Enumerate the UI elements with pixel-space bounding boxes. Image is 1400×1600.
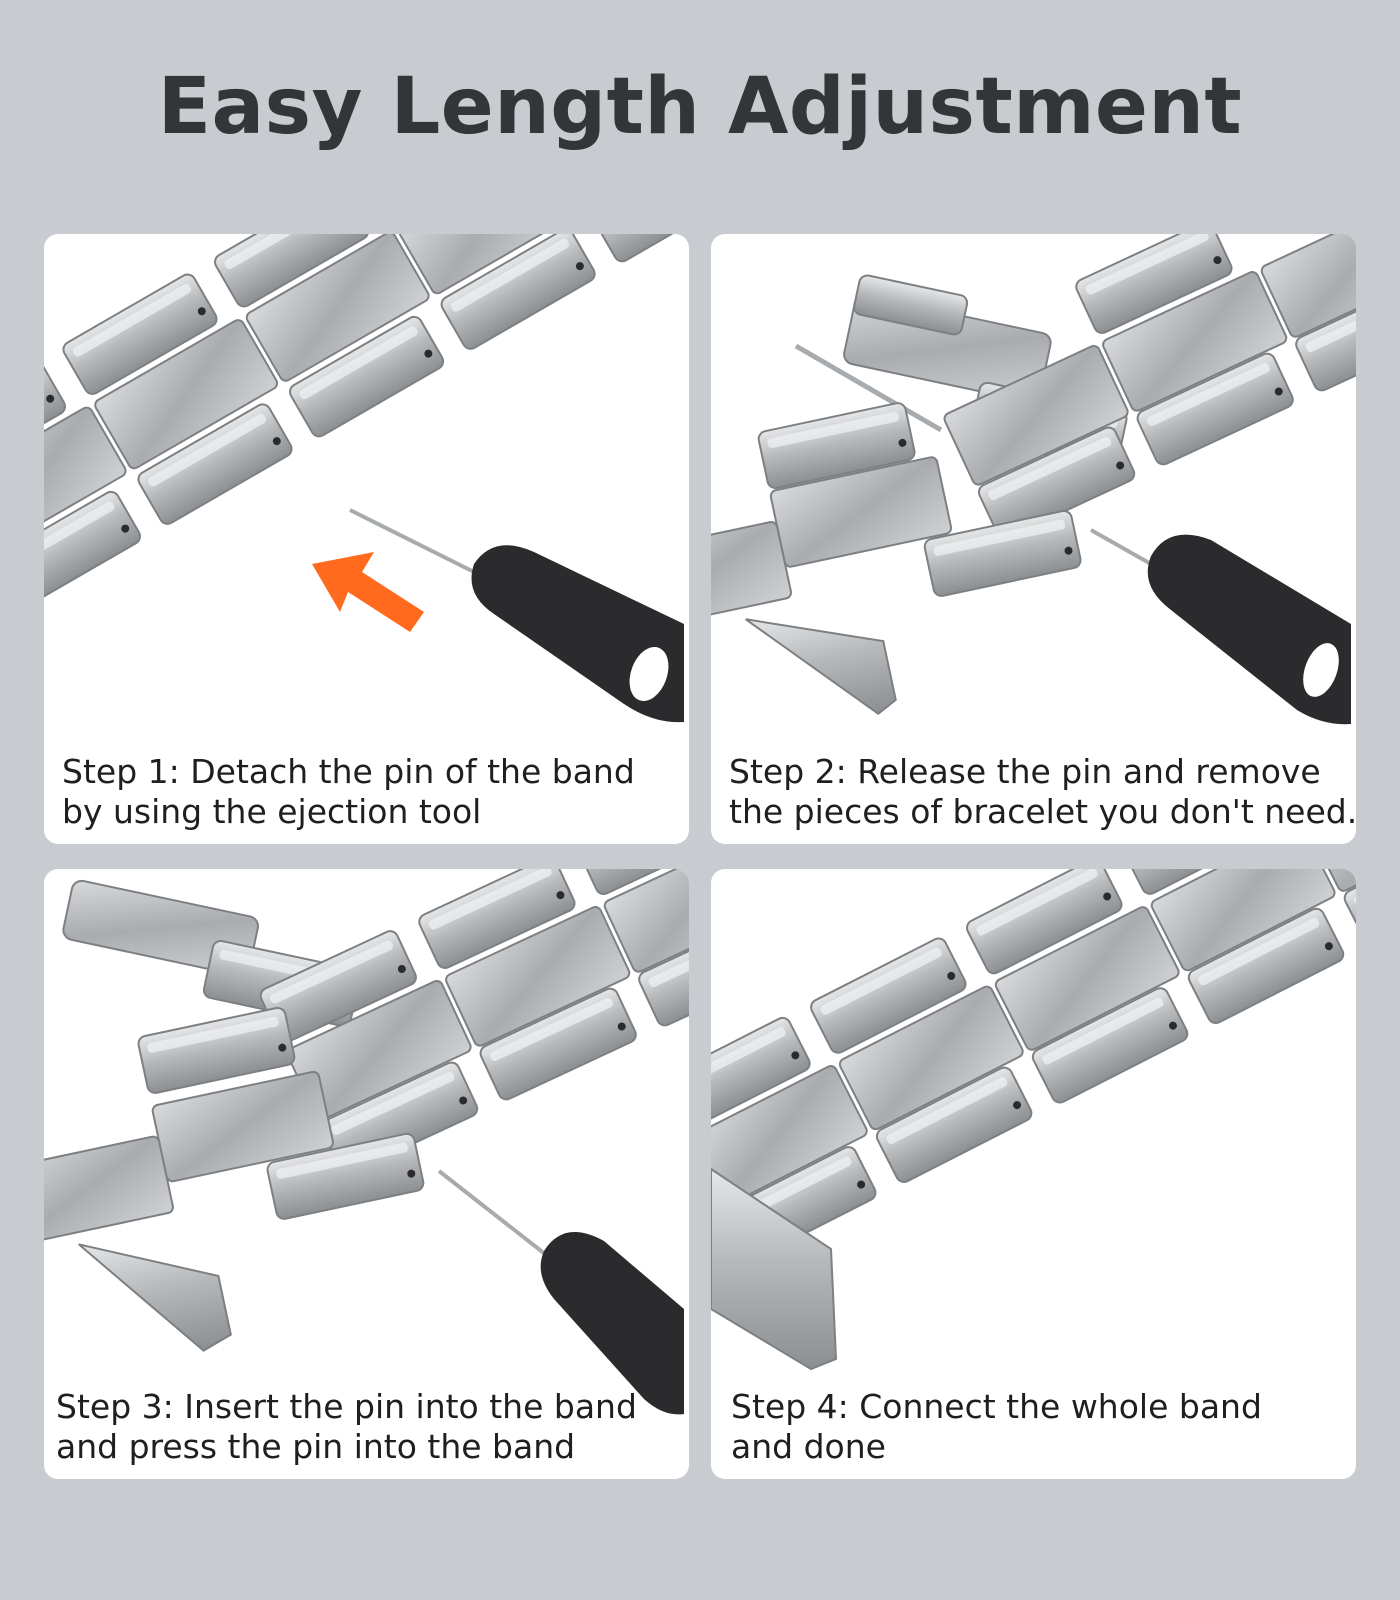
step-4-illustration: [711, 869, 1356, 1371]
pin-image: [794, 343, 943, 433]
band-lower-image: [711, 400, 1084, 716]
band-left-image: [44, 1005, 426, 1352]
step-2-line-2: the pieces of bracelet you don't need.: [729, 792, 1356, 831]
step-1-illustration: [44, 234, 689, 723]
step-2-illustration: [711, 234, 1356, 725]
step-4-line-2: and done: [731, 1427, 886, 1466]
step-1-panel: Step 1: Detach the pin of the band by us…: [44, 234, 689, 844]
step-4-line-1: Step 4: Connect the whole band: [731, 1387, 1262, 1426]
step-2-caption: Step 2: Release the pin and remove the p…: [729, 752, 1356, 832]
step-2-line-1: Step 2: Release the pin and remove: [729, 752, 1321, 791]
ejection-tool-image: [437, 1169, 684, 1415]
ejection-tool-image: [1090, 528, 1351, 725]
arrow-icon: [312, 552, 424, 632]
watch-connector-image: [711, 1167, 838, 1371]
step-4-caption: Step 4: Connect the whole band and done: [731, 1387, 1326, 1467]
step-3-line-2: and press the pin into the band: [56, 1427, 576, 1466]
step-4-panel: Step 4: Connect the whole band and done: [711, 869, 1356, 1479]
page-title: Easy Length Adjustment: [157, 62, 1243, 152]
assembled-band-image: [711, 869, 1356, 1266]
step-1-line-1: Step 1: Detach the pin of the band: [62, 752, 635, 791]
step-3-line-1: Step 3: Insert the pin into the band: [56, 1387, 637, 1426]
step-2-panel: Step 2: Release the pin and remove the p…: [711, 234, 1356, 844]
ejection-tool-image: [349, 508, 684, 723]
step-3-panel: Step 3: Insert the pin into the band and…: [44, 869, 689, 1479]
step-1-caption: Step 1: Detach the pin of the band by us…: [62, 752, 659, 832]
step-1-line-2: by using the ejection tool: [62, 792, 482, 831]
step-3-illustration: [44, 869, 689, 1415]
step-3-caption: Step 3: Insert the pin into the band and…: [56, 1387, 659, 1467]
spare-link-image: [62, 879, 363, 1029]
